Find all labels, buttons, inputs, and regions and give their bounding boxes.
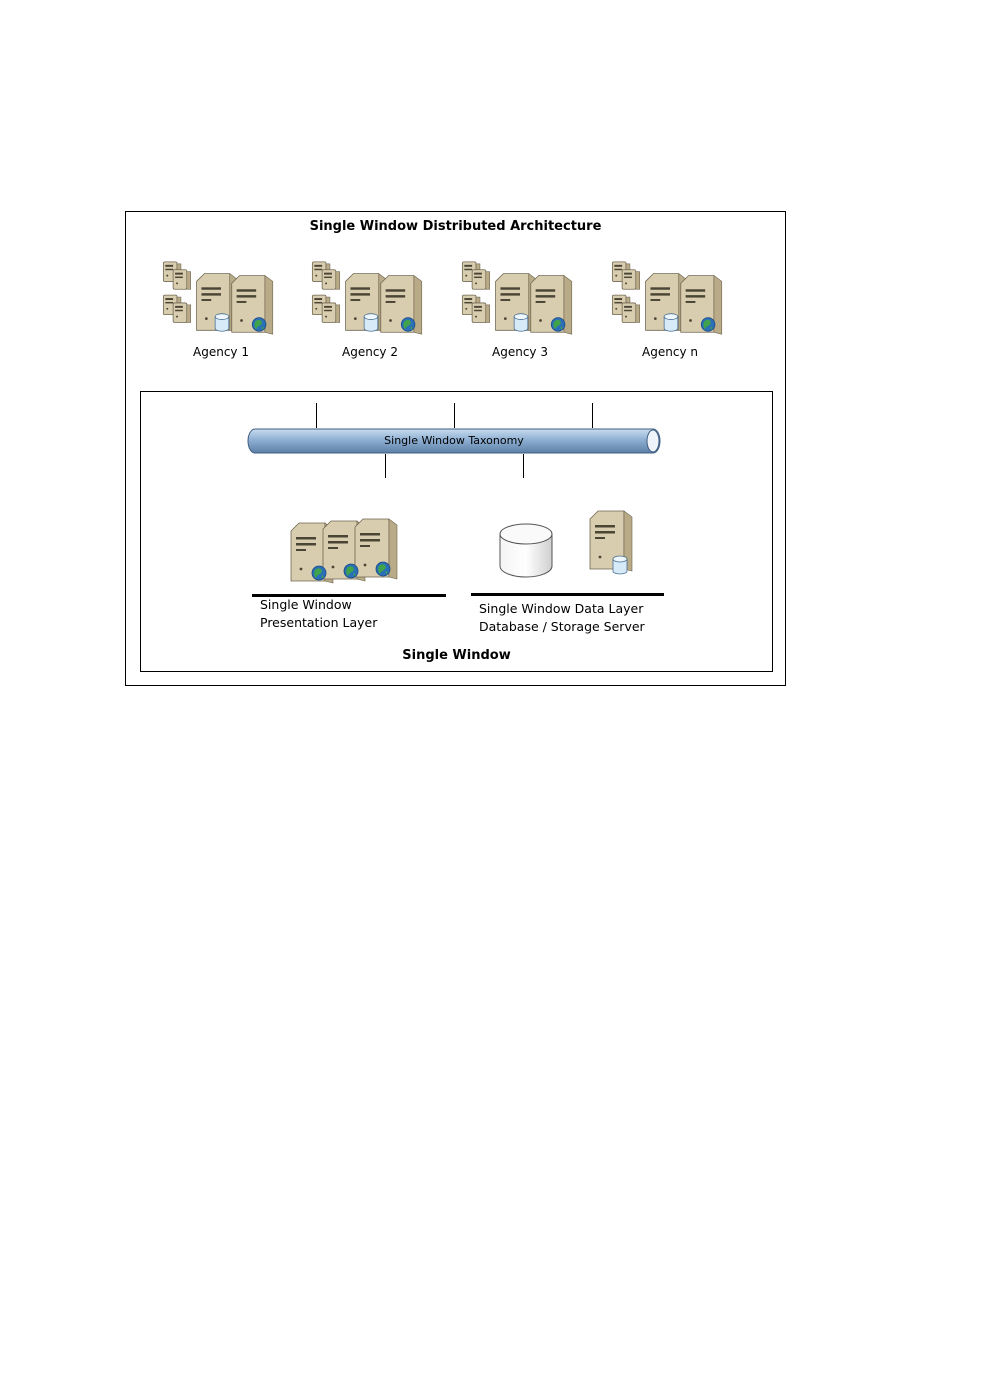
agency-2-node: Agency 2 bbox=[310, 258, 430, 368]
server-cluster-icon bbox=[310, 258, 430, 343]
server-cluster-icon bbox=[460, 258, 580, 343]
database-icon bbox=[499, 523, 553, 578]
agency-label: Agency 3 bbox=[492, 345, 548, 359]
connector-line bbox=[592, 403, 593, 428]
web-server-icon bbox=[290, 518, 398, 584]
diagram-title: Single Window Distributed Architecture bbox=[309, 219, 602, 234]
data-layer-divider bbox=[471, 593, 664, 596]
presentation-layer-line2: Presentation Layer bbox=[260, 615, 378, 630]
presentation-layer-line1: Single Window bbox=[260, 597, 352, 612]
agency-n-node: Agency n bbox=[610, 258, 730, 368]
data-layer-line1: Single Window Data Layer bbox=[479, 601, 644, 616]
taxonomy-bus: Single Window Taxonomy bbox=[247, 428, 661, 454]
data-layer-label: Single Window Data Layer Database / Stor… bbox=[479, 600, 645, 636]
pipe-shape bbox=[247, 428, 661, 454]
bus-label: Single Window Taxonomy bbox=[384, 434, 524, 447]
data-layer-line2: Database / Storage Server bbox=[479, 619, 645, 634]
agency-3-node: Agency 3 bbox=[460, 258, 580, 368]
presentation-layer-divider bbox=[252, 594, 446, 597]
agency-label: Agency n bbox=[642, 345, 698, 359]
connector-line bbox=[316, 403, 317, 428]
connector-line bbox=[523, 454, 524, 478]
connector-line bbox=[454, 403, 455, 428]
server-cluster-icon bbox=[161, 258, 281, 343]
agency-label: Agency 1 bbox=[193, 345, 249, 359]
agency-1-node: Agency 1 bbox=[161, 258, 281, 368]
storage-server-icon bbox=[589, 510, 633, 575]
single-window-box: Single Window Taxonomy bbox=[140, 391, 773, 672]
architecture-diagram: Single Window Distributed Architecture A… bbox=[125, 211, 786, 686]
connector-line bbox=[385, 454, 386, 478]
server-cluster-icon bbox=[610, 258, 730, 343]
presentation-layer-label: Single Window Presentation Layer bbox=[260, 596, 377, 632]
single-window-title: Single Window bbox=[402, 648, 511, 663]
agency-label: Agency 2 bbox=[342, 345, 398, 359]
